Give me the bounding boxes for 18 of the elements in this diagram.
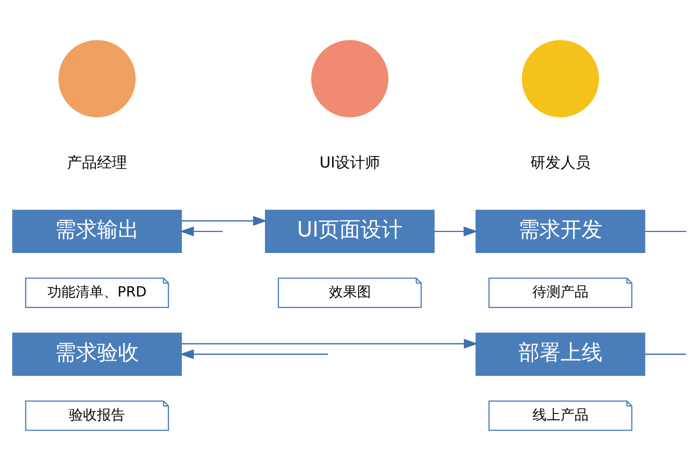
connector [644,353,686,354]
node-box: 需求输出 [12,209,182,253]
node-box: 需求验收 [12,332,182,376]
node-person [58,40,136,117]
connector [644,230,686,232]
arrow [182,338,478,348]
arrow [182,215,268,226]
node-box: UI页面设计 [264,209,435,253]
node-box: 部署上线 [476,332,646,376]
arrow [180,226,223,236]
arrow [434,226,478,236]
arrow [180,348,328,359]
label: 研发人员 [530,153,590,172]
node-box: 需求开发 [476,209,646,253]
label: UI设计师 [319,153,380,172]
label: 产品经理 [67,153,128,172]
node-person [311,40,388,117]
node-person [522,40,600,117]
